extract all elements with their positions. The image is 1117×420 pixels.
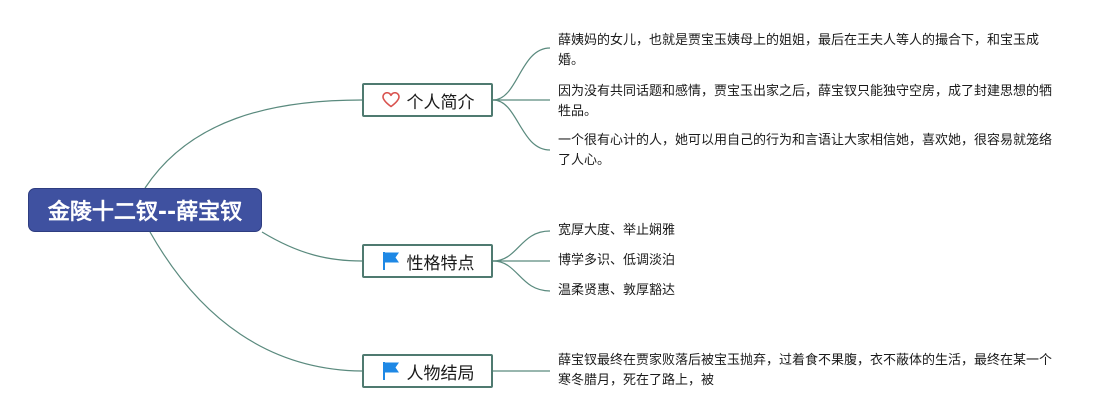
connector-root-to-branch-3 <box>149 231 363 372</box>
leaf-personality-2[interactable]: 博学多识、低调淡泊 <box>558 253 676 268</box>
leaf-ending-1[interactable]: 薛宝钗最终在贾家败落后被宝玉抛弃，过着食不果腹，衣不蔽体的生活，最终在某一个寒冬… <box>558 353 1053 388</box>
branch-ending[interactable]: 人物结局 <box>362 354 493 388</box>
leaf-intro-3[interactable]: 一个很有心计的人，她可以用自己的行为和言语让大家相信她，喜欢她，很容易就笼络了人… <box>558 133 1053 168</box>
branch-personal-intro[interactable]: 个人简介 <box>362 83 493 117</box>
connector-branch-2-leaf-3 <box>492 260 551 292</box>
connector-root-to-branch-2 <box>261 231 363 262</box>
connector-branch-1-leaf-3 <box>492 99 551 151</box>
leaf-intro-2[interactable]: 因为没有共同话题和感情，贾宝玉出家之后，薛宝钗只能独守空房，成了封建思想的牺牲品… <box>558 84 1053 119</box>
branch-label: 性格特点 <box>406 253 475 274</box>
leaf-personality-1[interactable]: 宽厚大度、举止娴雅 <box>558 223 676 238</box>
flag-icon <box>381 251 401 271</box>
root-topic[interactable]: 金陵十二钗--薛宝钗 <box>28 188 262 232</box>
connector-branch-2-leaf-1 <box>492 230 551 262</box>
branch-label: 人物结局 <box>406 363 475 384</box>
branch-personality[interactable]: 性格特点 <box>362 244 493 278</box>
leaf-intro-1[interactable]: 薛姨妈的女儿，也就是贾宝玉姨母上的姐姐，最后在王夫人等人的撮合下，和宝玉成婚。 <box>558 33 1040 68</box>
connector-branch-1-leaf-1 <box>492 47 551 101</box>
branch-label: 个人简介 <box>406 92 475 113</box>
root-topic-label: 金陵十二钗--薛宝钗 <box>47 200 243 225</box>
flag-icon <box>381 361 401 381</box>
heart-icon <box>381 90 401 110</box>
connector-root-to-branch-1 <box>144 99 363 189</box>
leaf-personality-3[interactable]: 温柔贤惠、敦厚豁达 <box>558 283 676 298</box>
